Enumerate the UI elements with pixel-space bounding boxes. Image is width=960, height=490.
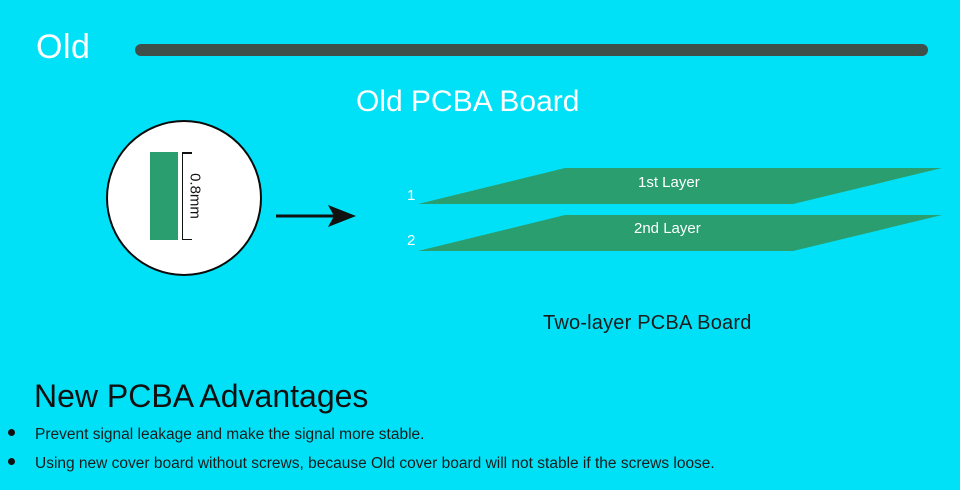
section-label: Old — [36, 28, 91, 66]
layer-2-label: 2nd Layer — [634, 220, 701, 237]
dimension-tick-top — [182, 152, 192, 154]
layer-2-number: 2 — [407, 232, 416, 249]
right-arrow-icon — [276, 205, 356, 227]
cross-section-circle — [106, 120, 262, 276]
diagram-title: Old PCBA Board — [356, 85, 580, 118]
layer-1-number: 1 — [407, 187, 416, 204]
advantage-text: Prevent signal leakage and make the sign… — [35, 426, 425, 443]
dimension-tick-bottom — [182, 238, 192, 240]
thickness-dimension-line — [182, 152, 207, 240]
layer-caption: Two-layer PCBA Board — [543, 312, 752, 334]
layer-1-board — [418, 168, 942, 204]
layer-2-board — [418, 215, 942, 251]
arrow-head — [328, 205, 356, 227]
advantage-item: Using new cover board without screws, be… — [8, 456, 715, 472]
thickness-label: 0.8mm — [186, 173, 204, 219]
bullet-icon — [8, 429, 15, 437]
advantage-text: Using new cover board without screws, be… — [35, 455, 715, 472]
section-divider-bar — [135, 44, 928, 56]
advantage-item: Prevent signal leakage and make the sign… — [8, 427, 424, 443]
board-thickness-bar — [150, 152, 178, 240]
advantages-title: New PCBA Advantages — [34, 378, 369, 414]
bullet-icon — [8, 458, 15, 466]
layer-stack — [418, 168, 942, 251]
layer-1-label: 1st Layer — [638, 174, 700, 191]
